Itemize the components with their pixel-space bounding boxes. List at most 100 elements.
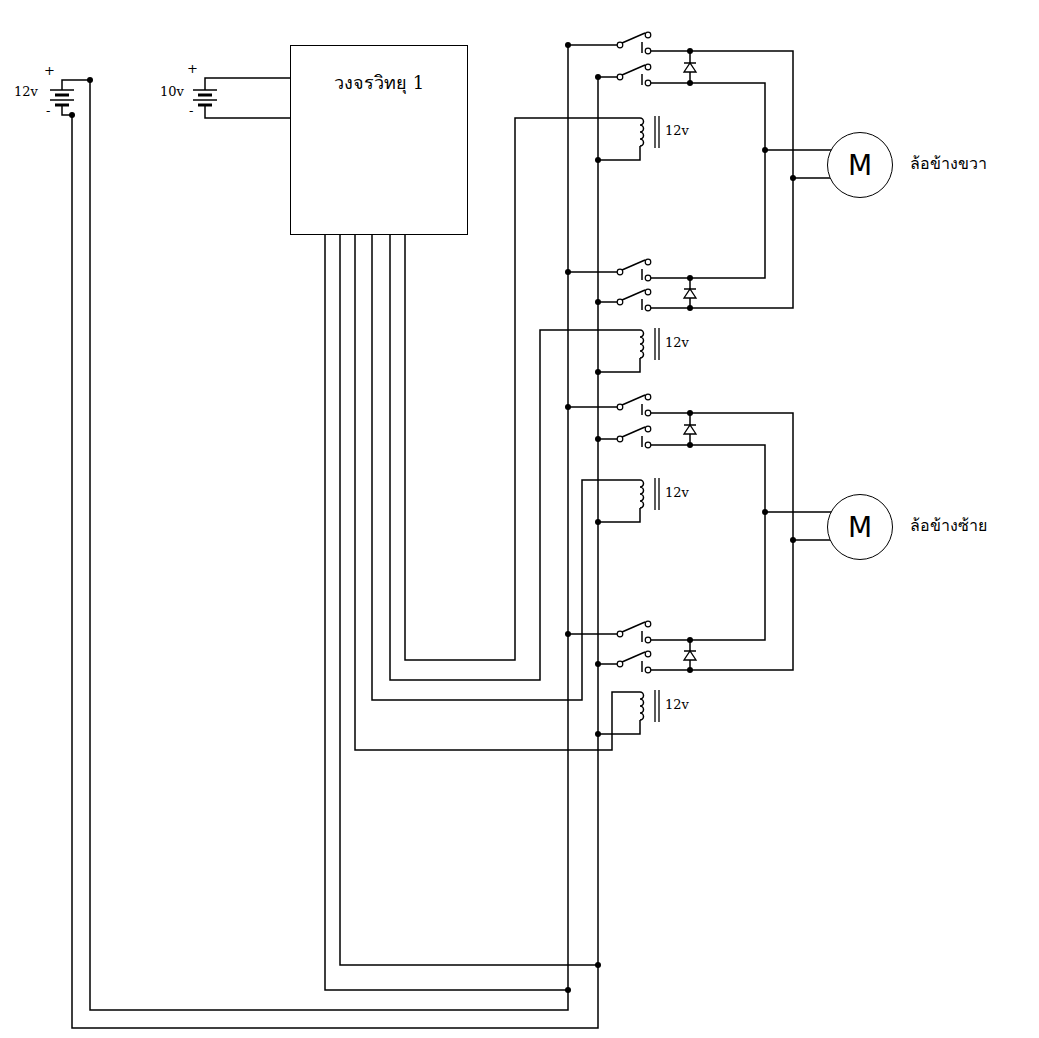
- wire: [598, 720, 640, 734]
- relay-coil: [640, 480, 644, 508]
- junction-dot: [790, 537, 796, 543]
- contact-terminal: [617, 661, 623, 667]
- junction-dot: [565, 42, 571, 48]
- wire: [598, 508, 640, 522]
- motor-lead: [651, 540, 793, 670]
- relay-stop: [641, 631, 643, 642]
- coil-core: [658, 690, 659, 722]
- motor-lead: [651, 512, 765, 640]
- relay-stop: [641, 436, 643, 447]
- battery-plate: [193, 99, 217, 101]
- motor-lead: [651, 445, 832, 512]
- contact-terminal: [617, 74, 623, 80]
- relay-coil: [640, 118, 644, 146]
- contact-terminal: [645, 80, 651, 86]
- contact-terminal: [617, 436, 623, 442]
- contact-terminal: [645, 621, 651, 627]
- diode-symbol: [684, 63, 696, 72]
- junction-dot: [687, 667, 693, 673]
- relay-blade: [622, 652, 645, 662]
- junction-dot: [595, 731, 601, 737]
- contact-terminal: [645, 259, 651, 265]
- junction-dot: [565, 987, 571, 993]
- junction-dot: [687, 80, 693, 86]
- wire: [355, 235, 640, 750]
- diode-bar: [684, 424, 696, 426]
- relay-blade: [622, 622, 645, 632]
- contact-terminal: [645, 637, 651, 643]
- relay-coil: [640, 330, 644, 358]
- junction-dot: [595, 369, 601, 375]
- junction-dot: [595, 962, 601, 968]
- coil-core: [654, 690, 655, 722]
- wire: [90, 45, 568, 1010]
- motor-lead: [651, 150, 765, 278]
- relay-blade: [622, 33, 645, 43]
- contact-terminal: [645, 289, 651, 295]
- coil-core: [658, 116, 659, 148]
- coil-voltage: 12v: [665, 124, 689, 138]
- contact-terminal: [645, 651, 651, 657]
- junction-dot: [790, 175, 796, 181]
- junction-dot: [595, 661, 601, 667]
- diode-bar: [684, 62, 696, 64]
- voltage-label: 10v: [160, 85, 184, 99]
- motor-letter: M: [848, 149, 872, 182]
- junction-dot: [595, 299, 601, 305]
- polarity-sign: -: [189, 104, 193, 118]
- wire: [568, 633, 617, 635]
- polarity-sign: +: [44, 64, 55, 78]
- contact-terminal: [617, 404, 623, 410]
- junction-dot: [687, 637, 693, 643]
- relay-stop: [641, 661, 643, 672]
- motor-lead: [651, 413, 831, 540]
- junction-dot: [595, 436, 601, 442]
- coil-core: [658, 478, 659, 510]
- contact-terminal: [645, 442, 651, 448]
- wire: [205, 78, 290, 90]
- contact-terminal: [617, 299, 623, 305]
- coil-voltage: 12v: [665, 486, 689, 500]
- wire: [598, 358, 640, 372]
- wire: [205, 105, 290, 118]
- diode-bar: [684, 650, 696, 652]
- contact-terminal: [645, 426, 651, 432]
- junction-dot: [687, 305, 693, 311]
- junction-dot: [69, 112, 75, 118]
- motor-symbol: M: [827, 494, 893, 560]
- wire: [62, 80, 90, 90]
- battery-plate: [198, 94, 212, 97]
- wire: [372, 235, 640, 700]
- polarity-sign: -: [46, 104, 50, 118]
- coil-core: [654, 478, 655, 510]
- motor-lead: [651, 51, 831, 178]
- contact-terminal: [645, 410, 651, 416]
- contact-terminal: [645, 48, 651, 54]
- coil-voltage: 12v: [665, 336, 689, 350]
- box-title: วงจรวิทยุ 1: [291, 46, 467, 97]
- junction-dot: [762, 147, 768, 153]
- wheel-label: ล้อข้างขวา: [910, 155, 987, 173]
- relay-blade: [622, 65, 645, 75]
- relay-blade: [622, 395, 645, 405]
- relay-blade: [622, 427, 645, 437]
- battery-plate: [55, 94, 69, 97]
- contact-terminal: [617, 269, 623, 275]
- diode-symbol: [684, 425, 696, 434]
- junction-dot: [565, 631, 571, 637]
- wheel-label: ล้อข้างซ้าย: [910, 517, 987, 535]
- relay-stop: [641, 42, 643, 53]
- junction-dot: [687, 442, 693, 448]
- radio-circuit-box: วงจรวิทยุ 1: [290, 45, 468, 235]
- junction-dot: [595, 74, 601, 80]
- wire: [325, 235, 568, 990]
- motor-lead: [651, 178, 793, 308]
- wire: [340, 235, 598, 965]
- wire: [568, 44, 617, 46]
- contact-terminal: [645, 394, 651, 400]
- contact-terminal: [645, 667, 651, 673]
- junction-dot: [687, 275, 693, 281]
- contact-terminal: [617, 631, 623, 637]
- voltage-label: 12v: [14, 85, 38, 99]
